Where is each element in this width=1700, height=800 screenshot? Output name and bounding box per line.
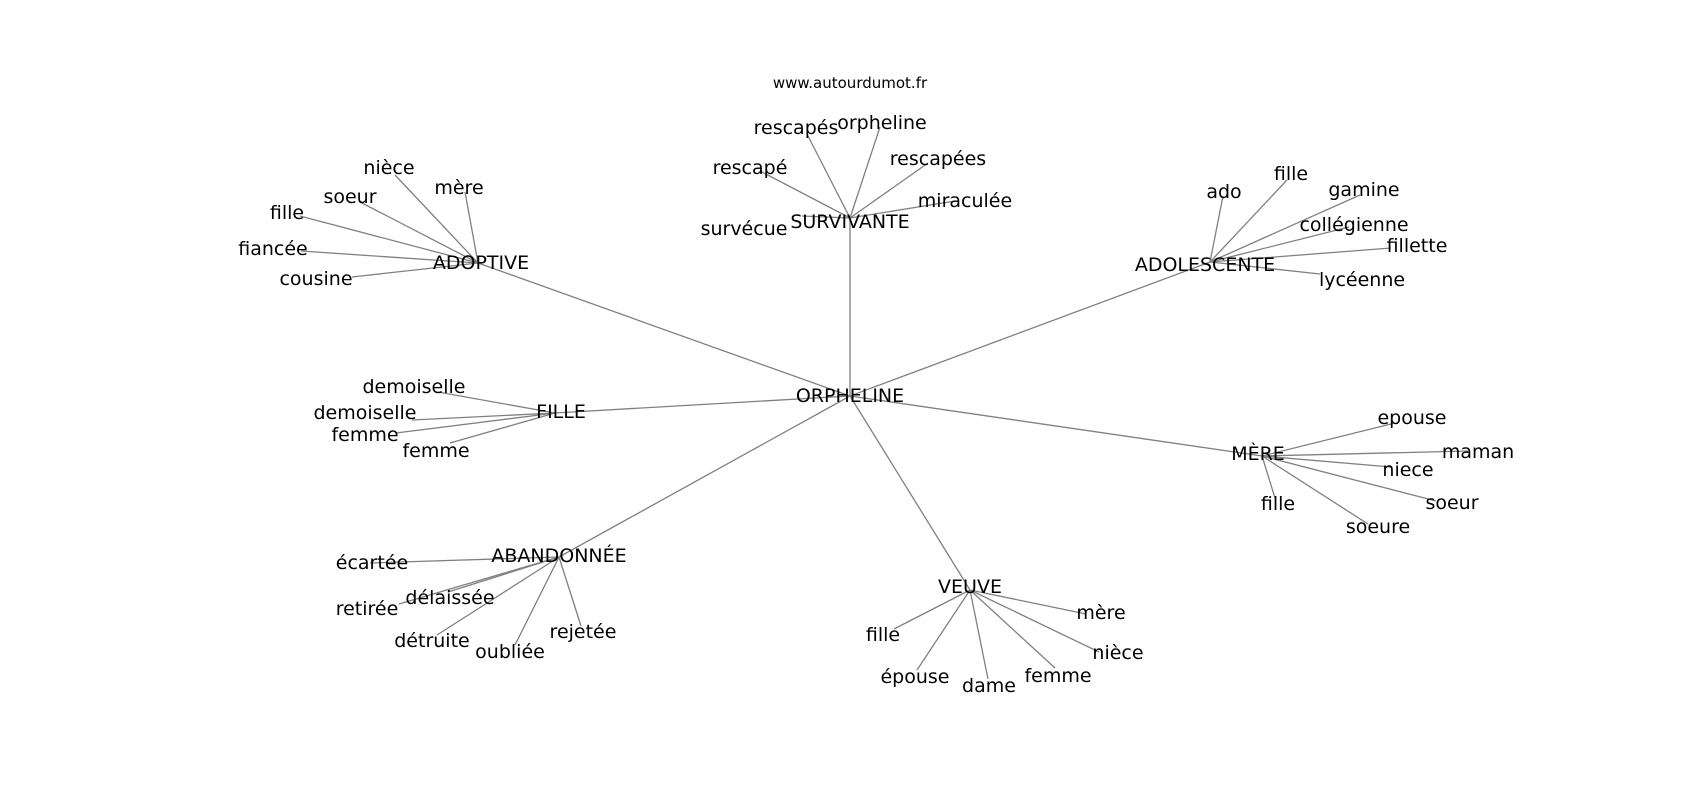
source-url: www.autourdumot.fr [773,74,928,92]
center-node[interactable]: ORPHELINE [796,385,904,407]
leaf-mere-4[interactable]: fille [1261,493,1295,515]
edge-adolescente-leaf-0 [1209,195,1224,263]
leaf-mere-0[interactable]: epouse [1377,407,1446,429]
edge-abandonnee-leaf-5 [514,556,560,646]
leaf-survivante-2[interactable]: rescapé [713,157,788,179]
edge-mere-leaf-4 [1261,455,1276,499]
leaf-mere-5[interactable]: soeure [1346,516,1410,538]
edge-fille-leaf-2 [395,412,556,434]
leaf-survivante-1[interactable]: orpheline [837,112,927,134]
leaf-adolescente-5[interactable]: lycéenne [1319,269,1405,291]
leaf-veuve-4[interactable]: épouse [880,666,949,688]
edge-veuve-leaf-5 [969,589,989,680]
edge-adolescente-leaf-4 [1209,247,1392,263]
edge-mere-leaf-0 [1261,422,1396,457]
leaf-adolescente-1[interactable]: fille [1274,163,1308,185]
leaf-abandonnee-0[interactable]: écartée [336,552,408,574]
edge-fille-leaf-0 [437,391,556,414]
edge-mere-leaf-3 [1261,455,1437,502]
edge-adolescente-leaf-2 [1209,194,1361,263]
edge-fille-leaf-1 [411,412,556,421]
leaf-survivante-4[interactable]: miraculée [918,190,1012,212]
edge-adoptive-leaf-0 [394,174,479,264]
edge-survivante-leaf-0 [807,135,851,219]
leaf-veuve-1[interactable]: nièce [1092,642,1143,664]
leaf-fille-1[interactable]: demoiselle [314,402,417,424]
leaf-survivante-5[interactable]: survécue [701,218,788,240]
edge-abandonnee-leaf-2 [398,556,560,605]
leaf-mere-2[interactable]: niece [1382,459,1433,481]
edge-center-adolescente [849,261,1211,397]
edge-survivante-leaf-1 [849,126,881,219]
node-adolescente[interactable]: ADOLESCENTE [1135,254,1275,276]
edge-veuve-leaf-1 [969,589,1100,653]
leaf-adoptive-3[interactable]: fille [270,202,304,224]
edge-center-mere [849,395,1263,457]
edge-veuve-leaf-4 [916,589,971,671]
edge-mere-leaf-1 [1261,450,1469,457]
edge-veuve-leaf-3 [969,589,1056,669]
leaf-survivante-3[interactable]: rescapées [890,148,986,170]
edge-mere-leaf-2 [1261,455,1392,468]
leaf-mere-1[interactable]: maman [1442,441,1514,463]
leaf-adoptive-0[interactable]: nièce [363,157,414,179]
leaf-adoptive-2[interactable]: soeur [323,186,376,208]
leaf-veuve-3[interactable]: femme [1024,665,1091,687]
leaf-fille-2[interactable]: femme [331,424,398,446]
edge-mere-leaf-5 [1261,455,1369,525]
edge-fille-leaf-3 [449,412,556,444]
leaf-adolescente-2[interactable]: gamine [1328,179,1399,201]
edge-survivante-leaf-2 [759,170,851,219]
leaf-abandonnee-2[interactable]: retirée [336,598,399,620]
edge-center-abandonnee [558,395,851,558]
edge-adolescente-leaf-1 [1209,179,1288,263]
edge-adolescente-leaf-3 [1209,226,1350,263]
edge-adoptive-leaf-2 [361,202,479,264]
node-survivante[interactable]: SURVIVANTE [790,211,909,233]
leaf-fille-0[interactable]: demoiselle [363,376,466,398]
edge-abandonnee-leaf-3 [558,556,582,627]
edge-adoptive-leaf-1 [464,191,479,264]
edge-adoptive-leaf-3 [299,215,479,264]
edge-adolescente-leaf-5 [1209,261,1321,275]
edge-abandonnee-leaf-4 [436,556,560,636]
edge-adoptive-leaf-5 [351,262,479,278]
edge-veuve-leaf-2 [893,589,971,630]
leaf-survivante-0[interactable]: rescapés [754,117,839,139]
edge-veuve-leaf-0 [969,589,1087,615]
leaf-mere-3[interactable]: soeur [1425,492,1478,514]
leaf-adolescente-0[interactable]: ado [1206,181,1241,203]
edge-survivante-leaf-4 [849,200,956,219]
leaf-adoptive-1[interactable]: mère [434,177,483,199]
edge-center-veuve [849,395,971,591]
edge-survivante-leaf-5 [801,215,851,219]
edge-center-adoptive [477,262,851,397]
leaf-veuve-5[interactable]: dame [962,675,1016,697]
edge-survivante-leaf-3 [849,162,929,219]
edge-adoptive-leaf-4 [300,250,479,264]
leaf-veuve-0[interactable]: mère [1076,602,1125,624]
leaf-abandonnee-5[interactable]: oubliée [475,641,545,663]
leaf-veuve-2[interactable]: fille [866,624,900,646]
leaf-abandonnee-1[interactable]: délaissée [405,587,494,609]
leaf-adoptive-5[interactable]: cousine [279,268,352,290]
leaf-adoptive-4[interactable]: fiancée [238,238,307,260]
node-abandonnee[interactable]: ABANDONNÉE [491,544,626,567]
node-fille[interactable]: FILLE [536,401,586,423]
leaf-adolescente-3[interactable]: collégienne [1299,214,1408,236]
edge-abandonnee-leaf-0 [369,556,560,564]
leaf-fille-3[interactable]: femme [402,440,469,462]
node-mere[interactable]: MÈRE [1231,442,1285,465]
leaf-abandonnee-3[interactable]: rejetée [550,621,617,643]
node-adoptive[interactable]: ADOPTIVE [433,252,529,274]
edge-center-fille [554,395,851,414]
labels-layer: www.autourdumot.fr ORPHELINE SURVIVANTE r… [238,74,1514,697]
node-veuve[interactable]: VEUVE [938,576,1002,598]
leaf-adolescente-4[interactable]: fillette [1387,235,1448,257]
edges-layer [299,126,1469,680]
leaf-abandonnee-4[interactable]: détruite [394,630,469,652]
